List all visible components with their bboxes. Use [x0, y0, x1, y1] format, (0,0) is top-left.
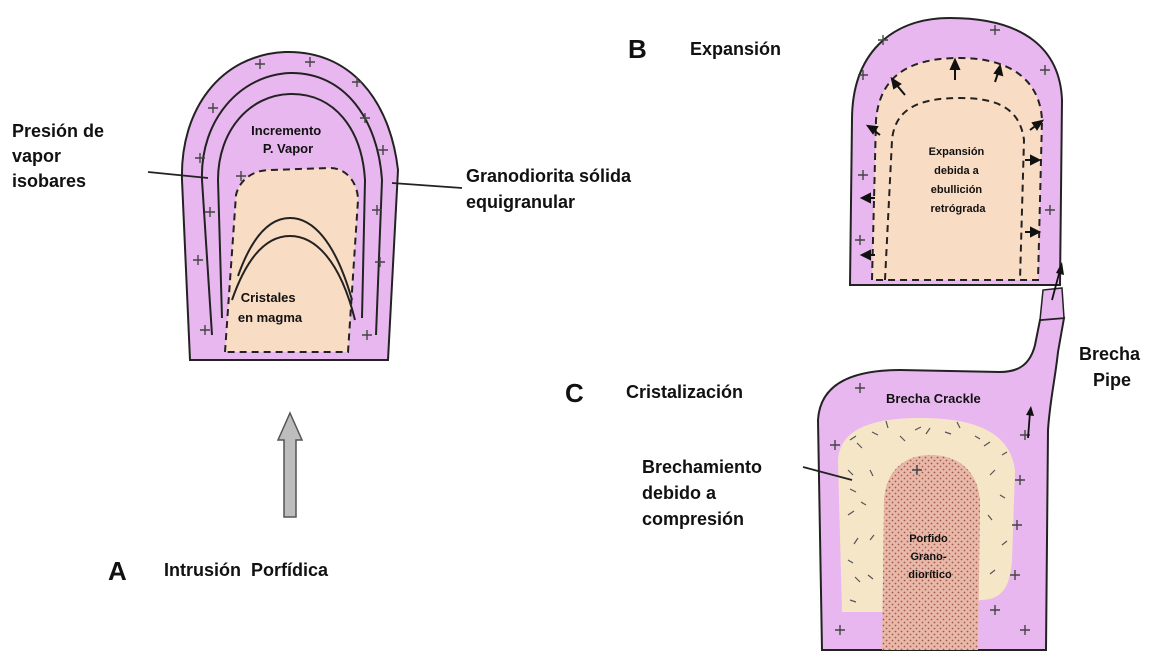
panel-a: Incremento P. Vapor Cristales en magma P…: [12, 52, 636, 586]
panel-c: Brecha Crackle Porfido Grano- diorítico …: [565, 262, 1145, 650]
porphyry-label: Porfido Grano- diorítico: [908, 533, 952, 581]
pipe-label: Brecha Pipe: [1079, 344, 1145, 390]
panel-b: Expansión debida a ebullición retrógrada…: [628, 18, 1062, 285]
panel-c-letter: C: [565, 378, 584, 408]
granodiorite-label: Granodiorita sólida equigranular: [466, 166, 636, 212]
granodiorite-leader-line: [392, 183, 462, 188]
panel-a-letter: A: [108, 556, 127, 586]
pressure-label: Presión de vapor isobares: [12, 121, 109, 191]
panel-c-title: Cristalización: [626, 382, 743, 402]
brecciation-label: Brechamiento debido a compresión: [642, 457, 767, 529]
panel-b-title: Expansión: [690, 39, 781, 59]
up-arrow-icon: [278, 413, 302, 517]
panel-b-letter: B: [628, 34, 647, 64]
panel-a-title: Intrusión Porfídica: [164, 560, 329, 580]
crackle-label: Brecha Crackle: [886, 391, 981, 406]
